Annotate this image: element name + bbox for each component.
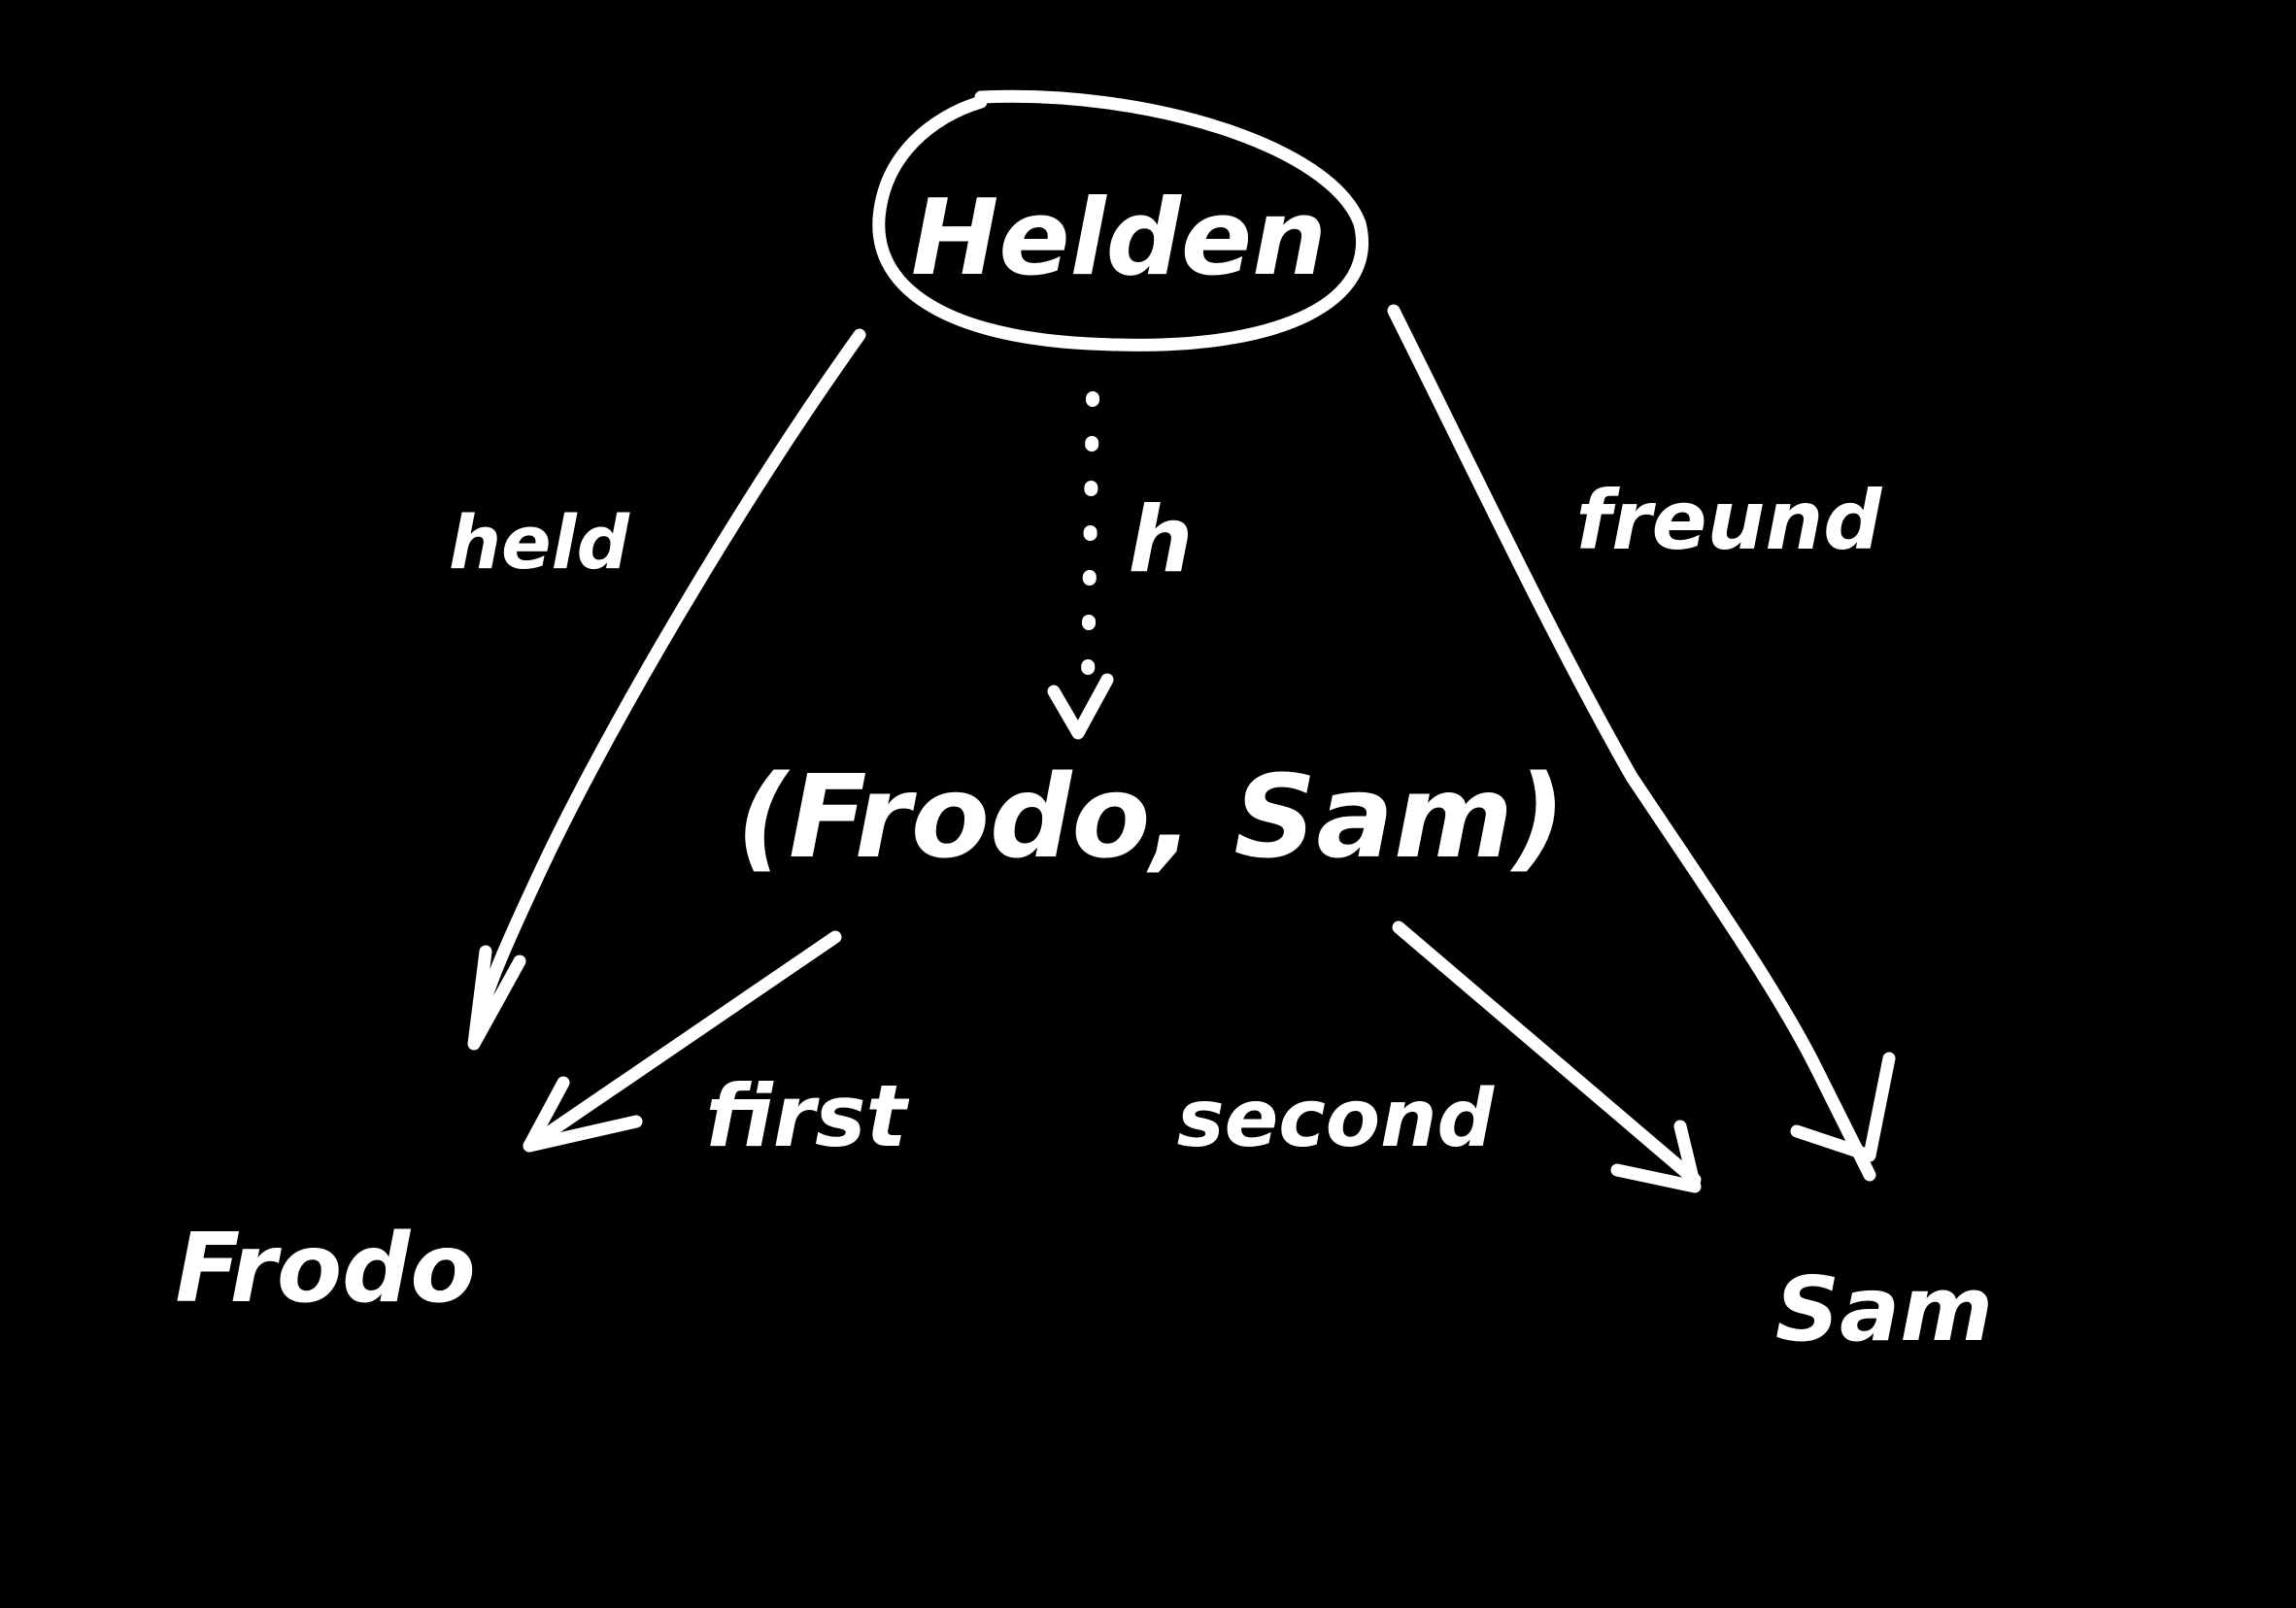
edge-first-label: first xyxy=(705,1066,909,1166)
edge-freund-line xyxy=(1387,304,1876,1182)
edge-held-label: held xyxy=(449,499,631,586)
node-pair-label: (Frodo, Sam) xyxy=(736,750,1566,884)
node-frodo-label: Frodo xyxy=(175,1214,475,1324)
edge-h-label: h xyxy=(1129,487,1194,593)
edge-h-dotted-line xyxy=(1081,391,1099,687)
edge-freund-arrowhead xyxy=(1790,1052,1896,1162)
helden-ellipse xyxy=(872,89,1368,352)
edge-second-label: second xyxy=(1177,1073,1496,1165)
edge-freund: freund xyxy=(1387,304,1896,1182)
edge-second-arrowhead xyxy=(1610,1120,1702,1193)
node-helden: Helden xyxy=(872,89,1368,352)
edge-first: first xyxy=(523,930,909,1166)
edge-h: h xyxy=(1047,391,1194,740)
node-sam-label: Sam xyxy=(1775,1257,1993,1361)
edge-freund-label: freund xyxy=(1576,473,1883,568)
edge-held: held xyxy=(449,328,866,1051)
helden-label: Helden xyxy=(911,178,1327,299)
edge-h-arrowhead xyxy=(1047,673,1114,740)
edge-second-line xyxy=(1392,921,1702,1187)
edge-first-line xyxy=(523,930,842,1153)
edge-held-line xyxy=(469,328,866,1046)
edge-first-arrowhead xyxy=(523,1076,643,1153)
edge-held-arrowhead xyxy=(467,945,526,1051)
edge-second: second xyxy=(1177,921,1702,1193)
